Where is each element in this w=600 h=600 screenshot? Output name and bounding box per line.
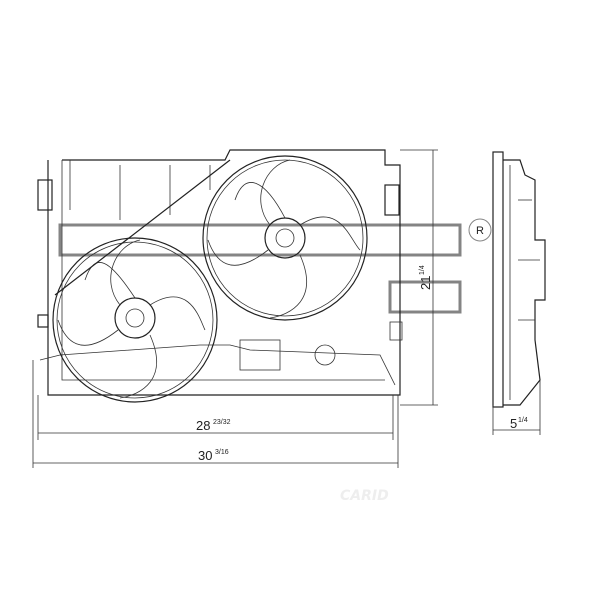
registered-mark: R <box>476 225 484 237</box>
dim-height: 21 1/4 <box>418 265 433 290</box>
registered-mark-icon <box>468 218 492 242</box>
dimension-lines <box>32 149 541 468</box>
dim-depth: 5 1/4 <box>510 416 528 431</box>
svg-text:1/4: 1/4 <box>419 265 426 275</box>
strut <box>54 159 231 296</box>
svg-text:3/16: 3/16 <box>215 449 229 456</box>
dim-width-inner: 28 23/32 <box>196 418 231 433</box>
svg-text:28: 28 <box>196 418 210 433</box>
svg-text:23/32: 23/32 <box>213 419 231 426</box>
shroud <box>37 149 403 396</box>
svg-text:5: 5 <box>510 416 517 431</box>
tyc-logo <box>58 218 492 314</box>
svg-text:30: 30 <box>198 448 212 463</box>
side-view <box>492 151 546 408</box>
dim-width-outer: 30 3/16 <box>198 448 229 463</box>
watermark: CARID <box>340 488 389 504</box>
svg-text:21: 21 <box>418 276 433 290</box>
svg-text:1/4: 1/4 <box>518 417 528 424</box>
fan-right <box>202 155 368 321</box>
fan-left <box>52 237 218 403</box>
